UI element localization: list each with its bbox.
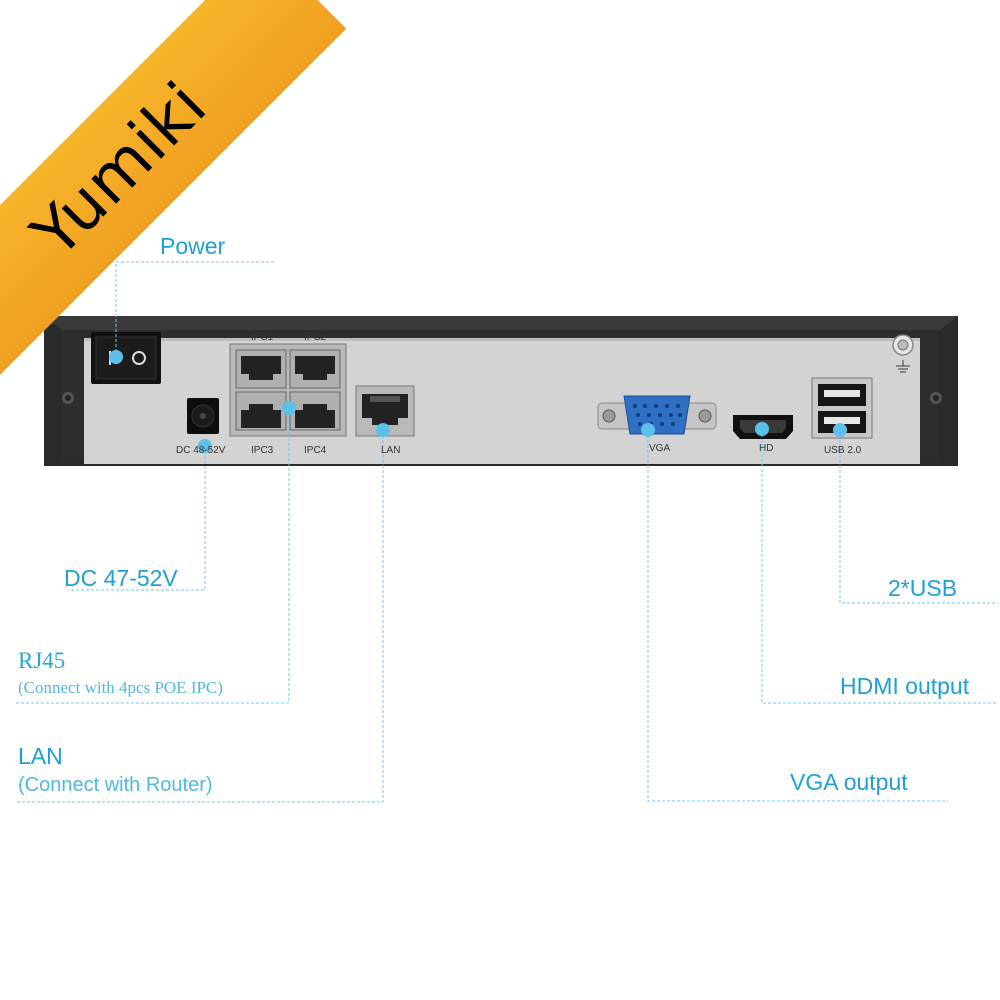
vga-callout-line bbox=[647, 430, 948, 802]
usb-dot bbox=[833, 423, 847, 437]
dc-label: DC 48-52V bbox=[176, 445, 226, 456]
rj45-dot bbox=[282, 401, 296, 415]
lan-label: LAN bbox=[381, 445, 401, 456]
power-switch bbox=[91, 332, 161, 384]
ipc3-label: IPC3 bbox=[251, 445, 274, 456]
callout-lines bbox=[15, 261, 998, 803]
lan-dot bbox=[376, 423, 390, 437]
ipc2-label: IPC2 bbox=[304, 332, 327, 343]
rj45-callout-title: RJ45 bbox=[18, 648, 66, 673]
dc-dot bbox=[198, 439, 212, 453]
power-callout-line bbox=[115, 261, 275, 357]
dc-power-jack bbox=[187, 398, 219, 434]
power-callout: Power bbox=[160, 233, 226, 259]
vga-label: VGA bbox=[649, 443, 671, 454]
vga-dot bbox=[641, 423, 655, 437]
hdmi-callout: HDMI output bbox=[840, 673, 970, 699]
rear-plate bbox=[84, 338, 920, 464]
ipc4-label: IPC4 bbox=[304, 445, 327, 456]
usb-label: USB 2.0 bbox=[824, 445, 862, 456]
dc-callout-line bbox=[68, 446, 206, 591]
rj45-callout-sub: (Connect with 4pcs POE IPC) bbox=[18, 678, 223, 697]
rj45-poe-block bbox=[229, 343, 347, 437]
hd-label: HD bbox=[759, 443, 774, 454]
usb-callout: 2*USB bbox=[888, 575, 958, 601]
vga-callout: VGA output bbox=[790, 769, 908, 795]
lan-callout-sub: (Connect with Router) bbox=[18, 774, 213, 796]
hdmi-dot bbox=[755, 422, 769, 436]
hdmi-callout-line bbox=[761, 429, 998, 704]
rj45-callout-line bbox=[15, 408, 290, 704]
right-screw-icon bbox=[930, 392, 942, 404]
power-dot bbox=[109, 350, 123, 364]
usb-callout-line bbox=[839, 430, 998, 604]
callout-dots bbox=[109, 350, 847, 453]
left-screw-icon bbox=[62, 392, 74, 404]
vga-port bbox=[597, 395, 717, 435]
ipc1-label: IPC1 bbox=[251, 332, 274, 343]
dc-callout: DC 47-52V bbox=[64, 565, 178, 591]
lan-callout-line bbox=[15, 430, 384, 803]
lan-callout-title: LAN bbox=[18, 743, 63, 769]
ground-screw-icon bbox=[892, 334, 914, 373]
